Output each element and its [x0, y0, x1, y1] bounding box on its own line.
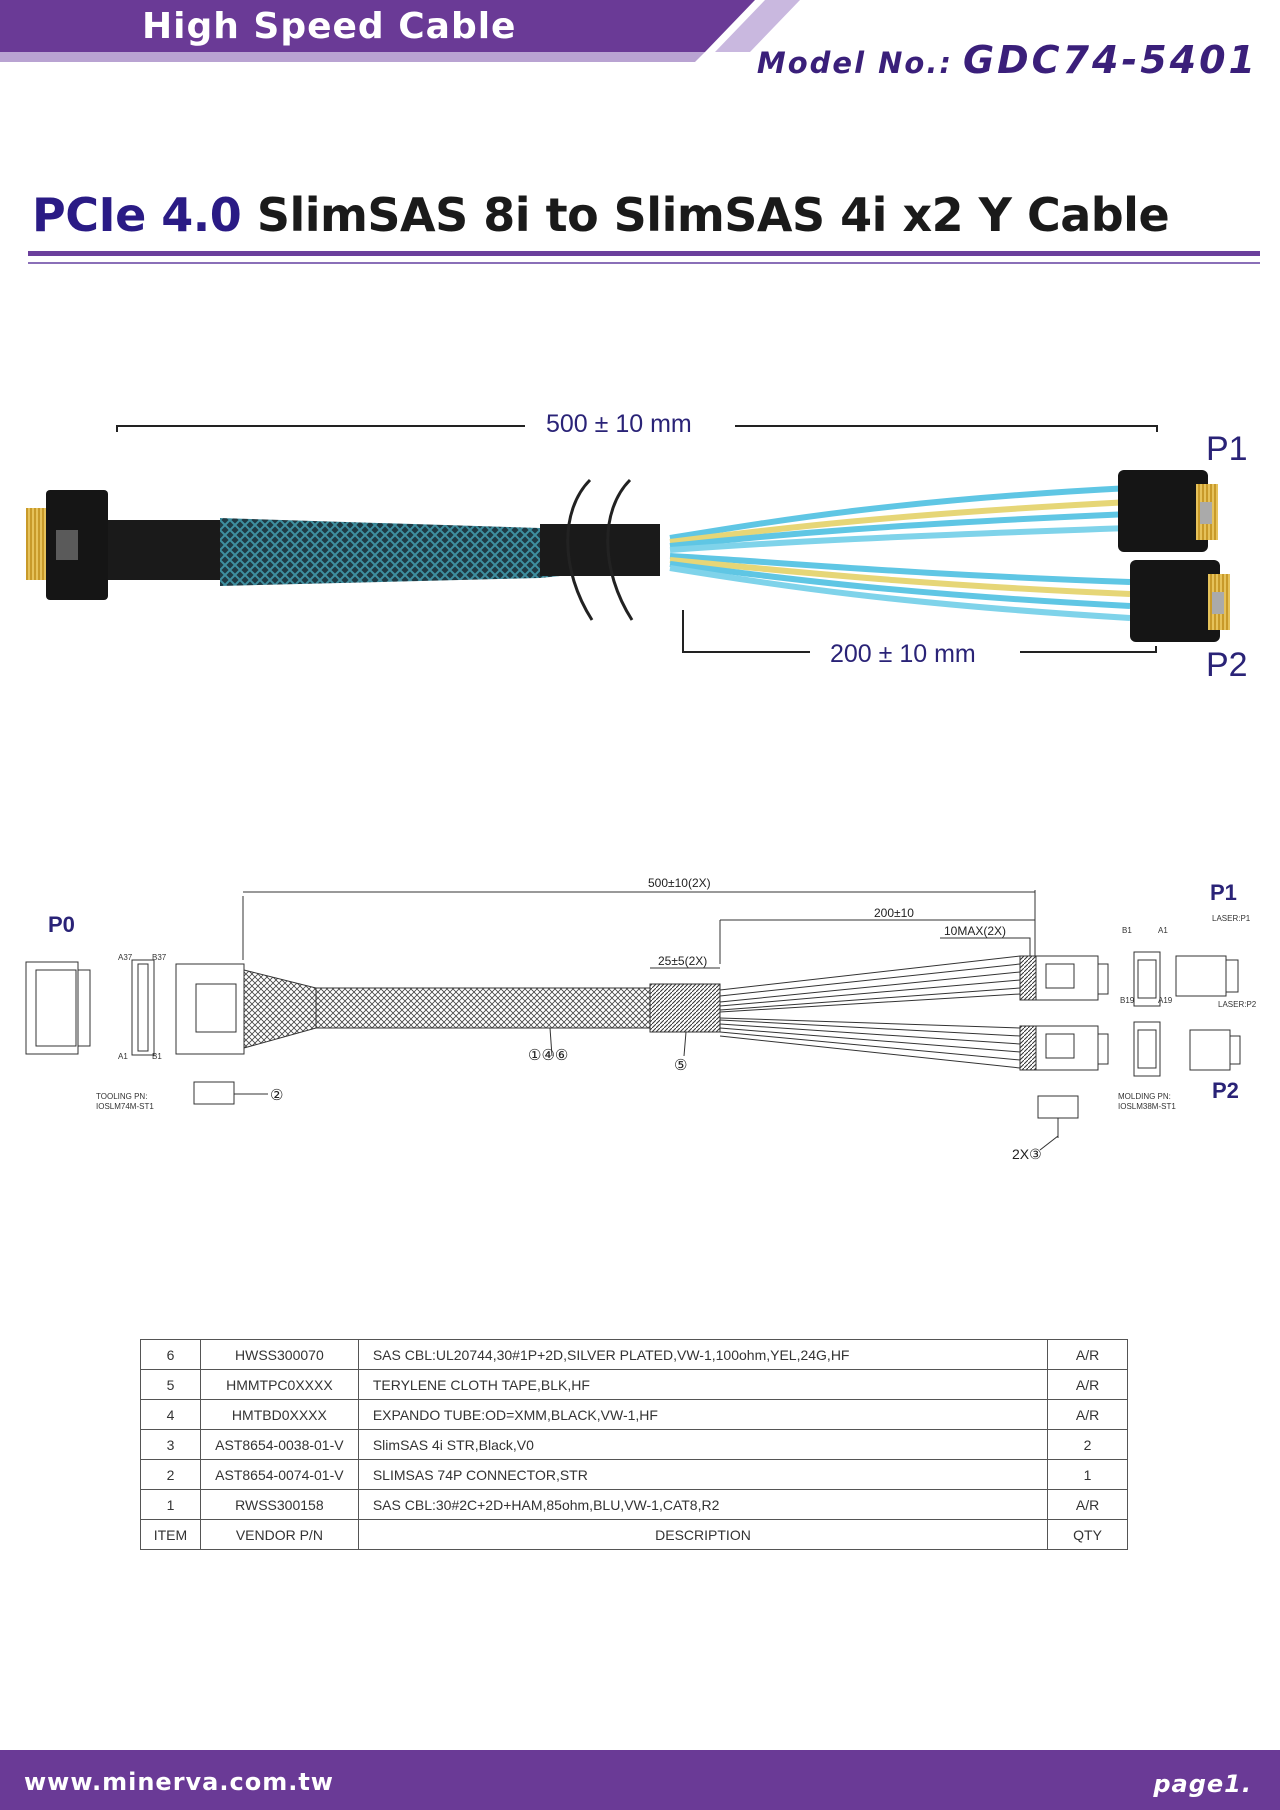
model-number: Model No.: GDC74-5401: [757, 38, 1258, 82]
laser-p1: LASER:P1: [1212, 914, 1251, 923]
p1-connector: [1118, 470, 1208, 552]
p0-contacts: [26, 508, 48, 580]
table-header-row: ITEM VENDOR P/N DESCRIPTION QTY: [140, 1519, 1128, 1550]
pin-small-b1: B1: [1122, 926, 1132, 935]
table-row: 1 RWSS300158 SAS CBL:30#2C+2D+HAM,85ohm,…: [140, 1489, 1128, 1520]
length-total-label: 500 ± 10 mm: [546, 410, 692, 438]
page-title: PCIe 4.0 SlimSAS 8i to SlimSAS 4i x2 Y C…: [32, 188, 1170, 242]
bom-header-item: ITEM: [140, 1519, 201, 1550]
bom-header-qty: QTY: [1047, 1519, 1128, 1550]
bom-vendor: HWSS300070: [199, 1339, 359, 1370]
tooling-pn: IOSLM74M-ST1: [96, 1102, 154, 1111]
bom-item: 5: [140, 1369, 201, 1400]
dim-branch: 200±10: [874, 906, 914, 920]
pin-a1: A1: [118, 1052, 128, 1061]
bom-desc: SlimSAS 4i STR,Black,V0: [357, 1429, 1049, 1460]
technical-drawing: [25, 890, 1241, 1151]
bom-item: 4: [140, 1399, 201, 1430]
title-main: SlimSAS 8i to SlimSAS 4i x2 Y Cable: [256, 188, 1170, 242]
bom-vendor: RWSS300158: [199, 1489, 359, 1520]
table-row: 6 HWSS300070 SAS CBL:UL20744,30#1P+2D,SI…: [140, 1339, 1128, 1370]
footer-bar: [0, 1750, 1280, 1810]
drawing-port-p1: P1: [1210, 880, 1237, 905]
photo-port-p2: P2: [1206, 646, 1248, 684]
bom-qty: A/R: [1047, 1399, 1128, 1430]
header-banner: [0, 0, 800, 62]
bom-item: 6: [140, 1339, 201, 1370]
callout-tape: ⑤: [674, 1057, 688, 1074]
footer-url[interactable]: www.minerva.com.tw: [24, 1768, 334, 1796]
drawing-port-p0: P0: [48, 912, 75, 937]
pin-small-a19: A19: [1158, 996, 1173, 1005]
tooling-label: TOOLING PN:: [96, 1092, 148, 1101]
bom-vendor: HMMTPC0XXXX: [199, 1369, 359, 1400]
model-value: GDC74-5401: [962, 38, 1258, 82]
banner-title: High Speed Cable: [142, 6, 517, 47]
pin-small-a1: A1: [1158, 926, 1168, 935]
bom-header-vendor: VENDOR P/N: [199, 1519, 359, 1550]
dim-max: 10MAX(2X): [944, 924, 1007, 938]
pin-small-b19: B19: [1120, 996, 1135, 1005]
drawing-port-p2: P2: [1212, 1078, 1239, 1103]
page-number: page1.: [1153, 1770, 1252, 1798]
table-row: 4 HMTBD0XXXX EXPANDO TUBE:OD=XMM,BLACK,V…: [140, 1399, 1128, 1430]
dim-tape: 25±5(2X): [658, 954, 708, 968]
title-rule-thin: [28, 262, 1260, 264]
bom-qty: A/R: [1047, 1339, 1128, 1370]
bom-vendor: AST8654-0074-01-V: [199, 1459, 359, 1490]
pin-b1: B1: [152, 1052, 162, 1061]
title-prefix: PCIe 4.0: [32, 188, 242, 242]
model-label: Model No.:: [756, 46, 953, 80]
pin-a37: A37: [118, 953, 133, 962]
bom-desc: SLIMSAS 74P CONNECTOR,STR: [357, 1459, 1049, 1490]
bom-table: 6 HWSS300070 SAS CBL:UL20744,30#1P+2D,SI…: [140, 1339, 1128, 1550]
bom-item: 1: [140, 1489, 201, 1520]
p2-connector: [1130, 560, 1220, 642]
bom-desc: SAS CBL:UL20744,30#1P+2D,SILVER PLATED,V…: [357, 1339, 1049, 1370]
photo-port-p1: P1: [1206, 430, 1248, 468]
bom-desc: TERYLENE CLOTH TAPE,BLK,HF: [357, 1369, 1049, 1400]
bom-qty: 2: [1047, 1429, 1128, 1460]
braided-cable: [220, 518, 580, 586]
cable-photo: [26, 425, 1230, 653]
molding-pn: IOSLM38M-ST1: [1118, 1102, 1176, 1111]
laser-p2: LASER:P2: [1218, 1000, 1257, 1009]
table-row: 3 AST8654-0038-01-V SlimSAS 4i STR,Black…: [140, 1429, 1128, 1460]
table-row: 2 AST8654-0074-01-V SLIMSAS 74P CONNECTO…: [140, 1459, 1128, 1490]
callout-tooling: ②: [270, 1087, 284, 1104]
table-row: 5 HMMTPC0XXXX TERYLENE CLOTH TAPE,BLK,HF…: [140, 1369, 1128, 1400]
bom-header-desc: DESCRIPTION: [357, 1519, 1049, 1550]
bom-qty: A/R: [1047, 1369, 1128, 1400]
bom-vendor: HMTBD0XXXX: [199, 1399, 359, 1430]
molding-label: MOLDING PN:: [1118, 1092, 1171, 1101]
bom-qty: 1: [1047, 1459, 1128, 1490]
bom-desc: SAS CBL:30#2C+2D+HAM,85ohm,BLU,VW-1,CAT8…: [357, 1489, 1049, 1520]
bom-item: 2: [140, 1459, 201, 1490]
callout-molding: 2X③: [1012, 1146, 1042, 1162]
bom-qty: A/R: [1047, 1489, 1128, 1520]
bom-item: 3: [140, 1429, 201, 1460]
pin-b37: B37: [152, 953, 167, 962]
length-branch-label: 200 ± 10 mm: [830, 640, 976, 668]
callout-cable: ①④⑥: [528, 1047, 569, 1064]
title-rule: [28, 251, 1260, 256]
bom-vendor: AST8654-0038-01-V: [199, 1429, 359, 1460]
dim-total: 500±10(2X): [648, 876, 711, 890]
bom-desc: EXPANDO TUBE:OD=XMM,BLACK,VW-1,HF: [357, 1399, 1049, 1430]
